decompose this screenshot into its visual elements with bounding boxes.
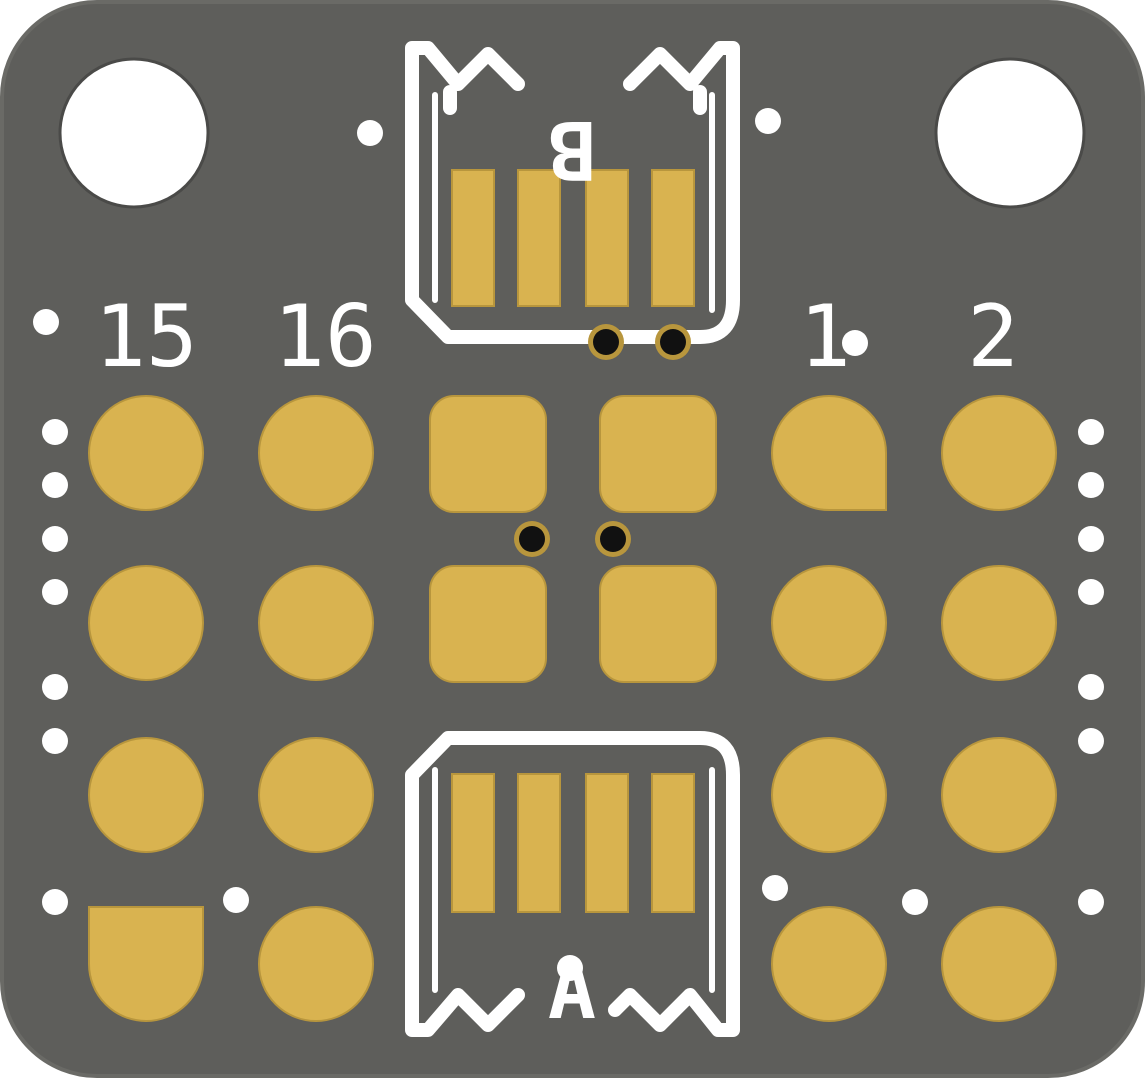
via-drill [660, 329, 686, 355]
pad [258, 737, 374, 853]
connector-a-pad [651, 773, 695, 913]
pin-label-1: 1 [799, 287, 851, 387]
pad [258, 565, 374, 681]
silkscreen-dot [42, 472, 68, 498]
silkscreen-dot [1078, 674, 1104, 700]
silkscreen-dot [42, 419, 68, 445]
vias [514, 324, 691, 557]
pin-label-16: 16 [273, 287, 377, 387]
silkscreen-dot [42, 526, 68, 552]
silkscreen-dot [33, 309, 59, 335]
pad [941, 737, 1057, 853]
pad [941, 395, 1057, 511]
pad [88, 395, 204, 511]
via-drill [600, 526, 626, 552]
silkscreen-dot [223, 887, 249, 913]
connector-label-b: B [548, 103, 596, 196]
silkscreen-dot [1078, 889, 1104, 915]
silkscreen-dot [842, 330, 868, 356]
connector-label-a: A [548, 944, 596, 1037]
silkscreen-dot [42, 889, 68, 915]
connector-a-pads [451, 773, 695, 913]
pad [941, 906, 1057, 1022]
silkscreen-dot [1078, 472, 1104, 498]
connector-a-pad [517, 773, 561, 913]
pad [88, 906, 204, 1023]
via-drill [593, 329, 619, 355]
silkscreen-dot [1078, 419, 1104, 445]
silkscreen-dot [42, 674, 68, 700]
silkscreen-dot [902, 889, 928, 915]
connector-a-pad [451, 773, 495, 913]
mounting-holes [58, 57, 1086, 209]
connector-b-pad [517, 169, 561, 307]
connector-b-pad [651, 169, 695, 307]
silkscreen-dot [1078, 728, 1104, 754]
pad [88, 737, 204, 853]
connector-b-outline [405, 41, 740, 344]
pad [771, 565, 887, 681]
connector-b-inner [432, 92, 715, 313]
mounting-hole-right [934, 57, 1086, 209]
silkscreen-dot [755, 108, 781, 134]
mounting-hole-left [58, 57, 210, 209]
connector-b-pad [585, 169, 629, 307]
pad [258, 906, 374, 1022]
silkscreen-dots [33, 108, 1104, 981]
connector-a-pad [585, 773, 629, 913]
pad [941, 565, 1057, 681]
pad [770, 394, 887, 511]
pad [88, 565, 204, 681]
pad [771, 737, 887, 853]
center-pad [429, 565, 547, 683]
connector-b-pad [451, 169, 495, 307]
silkscreen-dot [1078, 579, 1104, 605]
pin-label-2: 2 [967, 287, 1019, 387]
silkscreen-dot [1078, 526, 1104, 552]
silkscreen-dot [42, 728, 68, 754]
pad-grid [88, 394, 1057, 1023]
silkscreen-dot [557, 955, 583, 981]
silkscreen-dot [762, 875, 788, 901]
center-pad [599, 395, 717, 513]
via-drill [519, 526, 545, 552]
center-pad [429, 395, 547, 513]
center-pad [599, 565, 717, 683]
pad [771, 906, 887, 1022]
connector-a-outline [405, 731, 740, 1037]
pin-label-15: 15 [94, 287, 198, 387]
connector-a-inner [432, 767, 715, 993]
silkscreen-dot [357, 120, 383, 146]
connector-b-pads [451, 169, 695, 307]
silkscreen-dot [42, 579, 68, 605]
pad [258, 395, 374, 511]
